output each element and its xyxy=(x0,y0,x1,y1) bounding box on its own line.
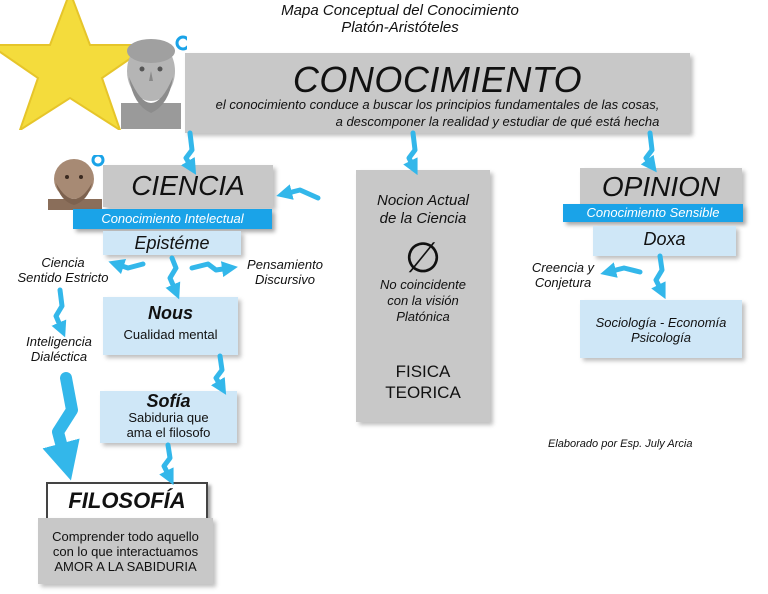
arrow xyxy=(651,253,666,300)
pensamiento-discursivo-label: Pensamiento Discursivo xyxy=(240,257,330,287)
sofia-sub-line2: ama el filosofo xyxy=(126,425,211,440)
filosofia-desc: Comprender todo aquello con lo que inter… xyxy=(38,529,213,574)
header-line2: Platón-Aristóteles xyxy=(341,19,459,36)
main-desc-line2: a descomponer la realidad y estudiar de … xyxy=(335,114,660,129)
ciencia-band: Conocimiento Intelectual xyxy=(73,209,272,229)
filosofia-desc-box: Comprender todo aquello con lo que inter… xyxy=(38,518,213,584)
arrow xyxy=(600,262,643,278)
arrow xyxy=(181,130,197,175)
sofia-box: Sofía Sabiduria que ama el filosofo xyxy=(100,391,237,443)
socio-line2: Psicología xyxy=(631,330,691,345)
nocion-subtitle: No coincidente con la visión Platónica xyxy=(356,277,490,325)
opinion-band: Conocimiento Sensible xyxy=(563,204,743,222)
arrow xyxy=(108,258,146,275)
filosofia-title: FILOSOFÍA xyxy=(68,488,186,513)
episteme-box: Epistéme xyxy=(103,231,241,255)
creencia-line2: Conjetura xyxy=(534,275,592,290)
aristotle-bust xyxy=(48,155,105,210)
filosofia-desc-line2: con lo que interactuamos xyxy=(52,544,199,559)
doxa-term: Doxa xyxy=(643,229,686,249)
filosofia-desc-line1: Comprender todo aquello xyxy=(52,529,199,544)
arrow xyxy=(165,255,181,300)
nocion-line1: Nocion Actual xyxy=(377,192,469,209)
sofia-title: Sofía xyxy=(146,391,191,411)
creencia-line1: Creencia y xyxy=(531,260,595,275)
opinion-title: OPINION xyxy=(601,171,721,202)
header-line1: Mapa Conceptual del Conocimiento xyxy=(281,2,519,19)
fisica-teorica: FISICA TEORICA xyxy=(356,361,490,403)
inteligencia-line2: Dialéctica xyxy=(30,349,88,364)
arrow xyxy=(403,130,418,176)
arrow xyxy=(276,184,321,201)
sociologia-text: Sociología - Economía Psicología xyxy=(580,315,742,345)
ciencia-sentido-estricto-label: Ciencia Sentido Estricto xyxy=(8,255,118,285)
inteligencia-dialectica-label: Inteligencia Dialéctica xyxy=(14,334,104,364)
arrow xyxy=(42,372,80,481)
sociologia-box: Sociología - Economía Psicología xyxy=(580,300,742,358)
fisica-line1: FISICA xyxy=(395,362,451,381)
plato-bust xyxy=(121,35,187,129)
sofia-sub-line1: Sabiduria que xyxy=(128,410,209,425)
fisica-line2: TEORICA xyxy=(385,383,461,402)
arrow xyxy=(640,130,657,173)
nocion-sub-line2: con la visión xyxy=(387,293,459,308)
main-desc-line1: el conocimiento conduce a buscar los pri… xyxy=(215,97,660,112)
nocion-sub-line1: No coincidente xyxy=(380,277,466,292)
nocion-sub-line3: Platónica xyxy=(396,309,450,324)
nous-title: Nous xyxy=(148,303,193,323)
nous-subtitle: Cualidad mental xyxy=(123,327,218,342)
sofia-subtitle: Sabiduria que ama el filosofo xyxy=(100,410,237,440)
pensamiento-line1: Pensamiento xyxy=(247,257,323,272)
main-title: CONOCIMIENTO xyxy=(292,59,583,100)
arrow xyxy=(189,261,238,278)
credit-text: Elaborado por Esp. July Arcia xyxy=(548,438,693,450)
pensamiento-line2: Discursivo xyxy=(255,272,315,287)
inteligencia-line1: Inteligencia xyxy=(26,334,92,349)
filosofia-desc-line3: AMOR A LA SABIDURIA xyxy=(54,559,197,574)
main-concept-box: CONOCIMIENTO el conocimiento conduce a b… xyxy=(185,53,690,133)
empty-set-icon: ∅ xyxy=(404,234,442,281)
doxa-box: Doxa xyxy=(593,226,736,256)
creencia-conjetura-label: Creencia y Conjetura xyxy=(518,260,608,290)
nocion-actual-box: Nocion Actual de la Ciencia ∅ No coincid… xyxy=(356,170,490,422)
nocion-actual-title: Nocion Actual de la Ciencia xyxy=(356,192,490,228)
nocion-line2: de la Ciencia xyxy=(379,210,467,227)
arrow xyxy=(51,287,67,338)
arrow xyxy=(211,353,227,395)
arrow xyxy=(159,442,174,486)
ciencia-title: CIENCIA xyxy=(131,170,245,201)
nous-box: Nous Cualidad mental xyxy=(103,297,238,355)
star-decoration xyxy=(0,0,154,130)
socio-line1: Sociología - Economía xyxy=(595,315,727,330)
opinion-box: OPINION xyxy=(580,168,742,204)
ciencia-sentido-line1: Ciencia xyxy=(41,255,85,270)
ciencia-sentido-line2: Sentido Estricto xyxy=(17,270,109,285)
header: Mapa Conceptual del Conocimiento Platón-… xyxy=(230,2,570,36)
episteme-term: Epistéme xyxy=(134,233,210,253)
